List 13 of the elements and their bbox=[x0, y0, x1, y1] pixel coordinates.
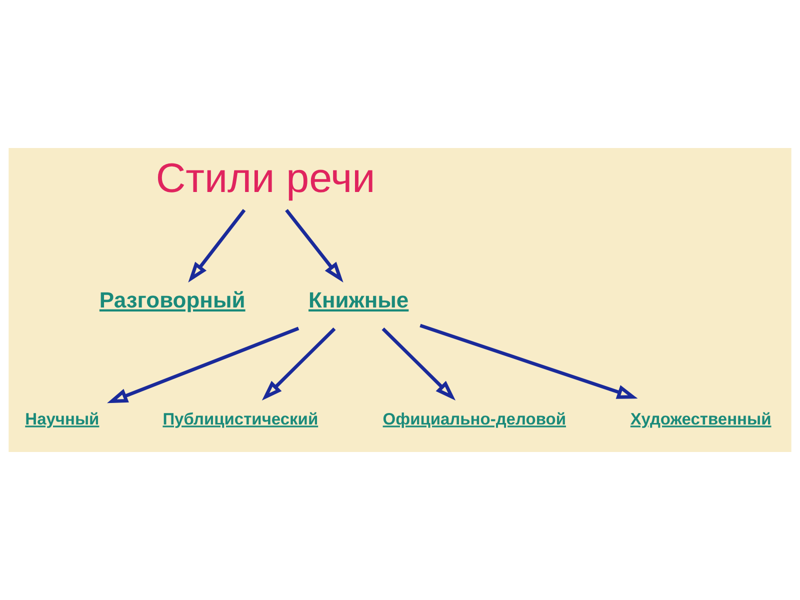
node-text: Официально-деловой bbox=[382, 410, 566, 429]
node-text: Научный bbox=[25, 410, 100, 429]
node-text: Публицистический bbox=[162, 410, 318, 429]
node-text: Художественный bbox=[630, 410, 772, 429]
node-text: Стили речи bbox=[156, 155, 376, 202]
arrow bbox=[285, 209, 344, 282]
arrow bbox=[107, 326, 300, 404]
arrow bbox=[382, 328, 456, 400]
arrow bbox=[262, 328, 336, 400]
arrow bbox=[420, 324, 638, 399]
node-text: Разговорный bbox=[99, 287, 246, 312]
arrow bbox=[188, 209, 246, 282]
node-text: Книжные bbox=[308, 287, 409, 312]
